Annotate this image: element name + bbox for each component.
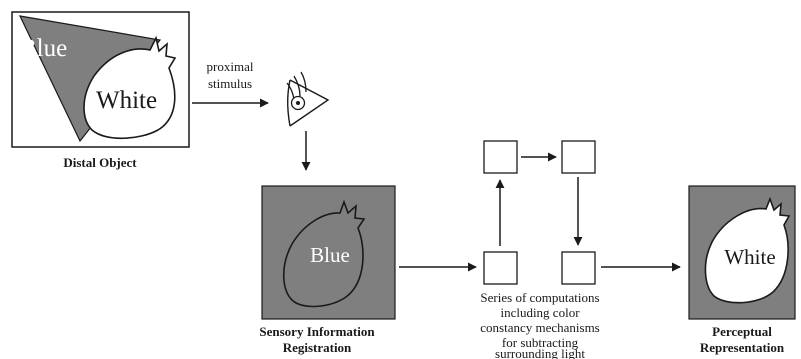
strawberry-outline-perceived-white — [704, 196, 791, 304]
proximal-label-line1: proximal — [207, 59, 254, 74]
distal-object-label: White — [96, 87, 157, 114]
computation-box-bottom-right — [561, 251, 596, 285]
computation-text-line2: including color — [500, 305, 580, 320]
computation-steps: Series of computations including color c… — [480, 140, 600, 359]
perceptual-caption-line1: Perceptual — [712, 324, 772, 339]
proximal-label-line2: stimulus — [208, 76, 252, 91]
sensory-caption-line2: Registration — [283, 340, 352, 355]
computation-text-line5: surrounding light — [495, 346, 585, 359]
sensory-registration-panel: Blue Sensory Information Registration — [259, 185, 396, 355]
proximal-stimulus: proximal stimulus — [192, 59, 269, 108]
sensory-object-label: Blue — [310, 243, 350, 267]
computation-text-line1: Series of computations — [480, 290, 599, 305]
computation-text-line3: constancy mechanisms — [480, 320, 600, 335]
distal-object-panel: Blue White Distal Object — [11, 11, 190, 170]
distal-object-caption: Distal Object — [63, 155, 137, 170]
sensory-caption-line1: Sensory Information — [259, 324, 375, 339]
perceptual-object-label: White — [724, 245, 775, 269]
eye-icon — [286, 71, 330, 127]
computation-box-top-left — [483, 140, 518, 174]
strawberry-outline-white — [83, 35, 177, 140]
computation-box-bottom-left — [483, 251, 518, 285]
perceptual-caption-line2: Representation — [700, 340, 785, 355]
distal-region-label: Blue — [20, 35, 67, 62]
computation-box-top-right — [561, 140, 596, 174]
strawberry-outline-gray — [282, 199, 366, 308]
perceptual-representation-panel: White Perceptual Representation — [688, 185, 796, 355]
computation-text-line4: for subtracting — [502, 335, 579, 350]
